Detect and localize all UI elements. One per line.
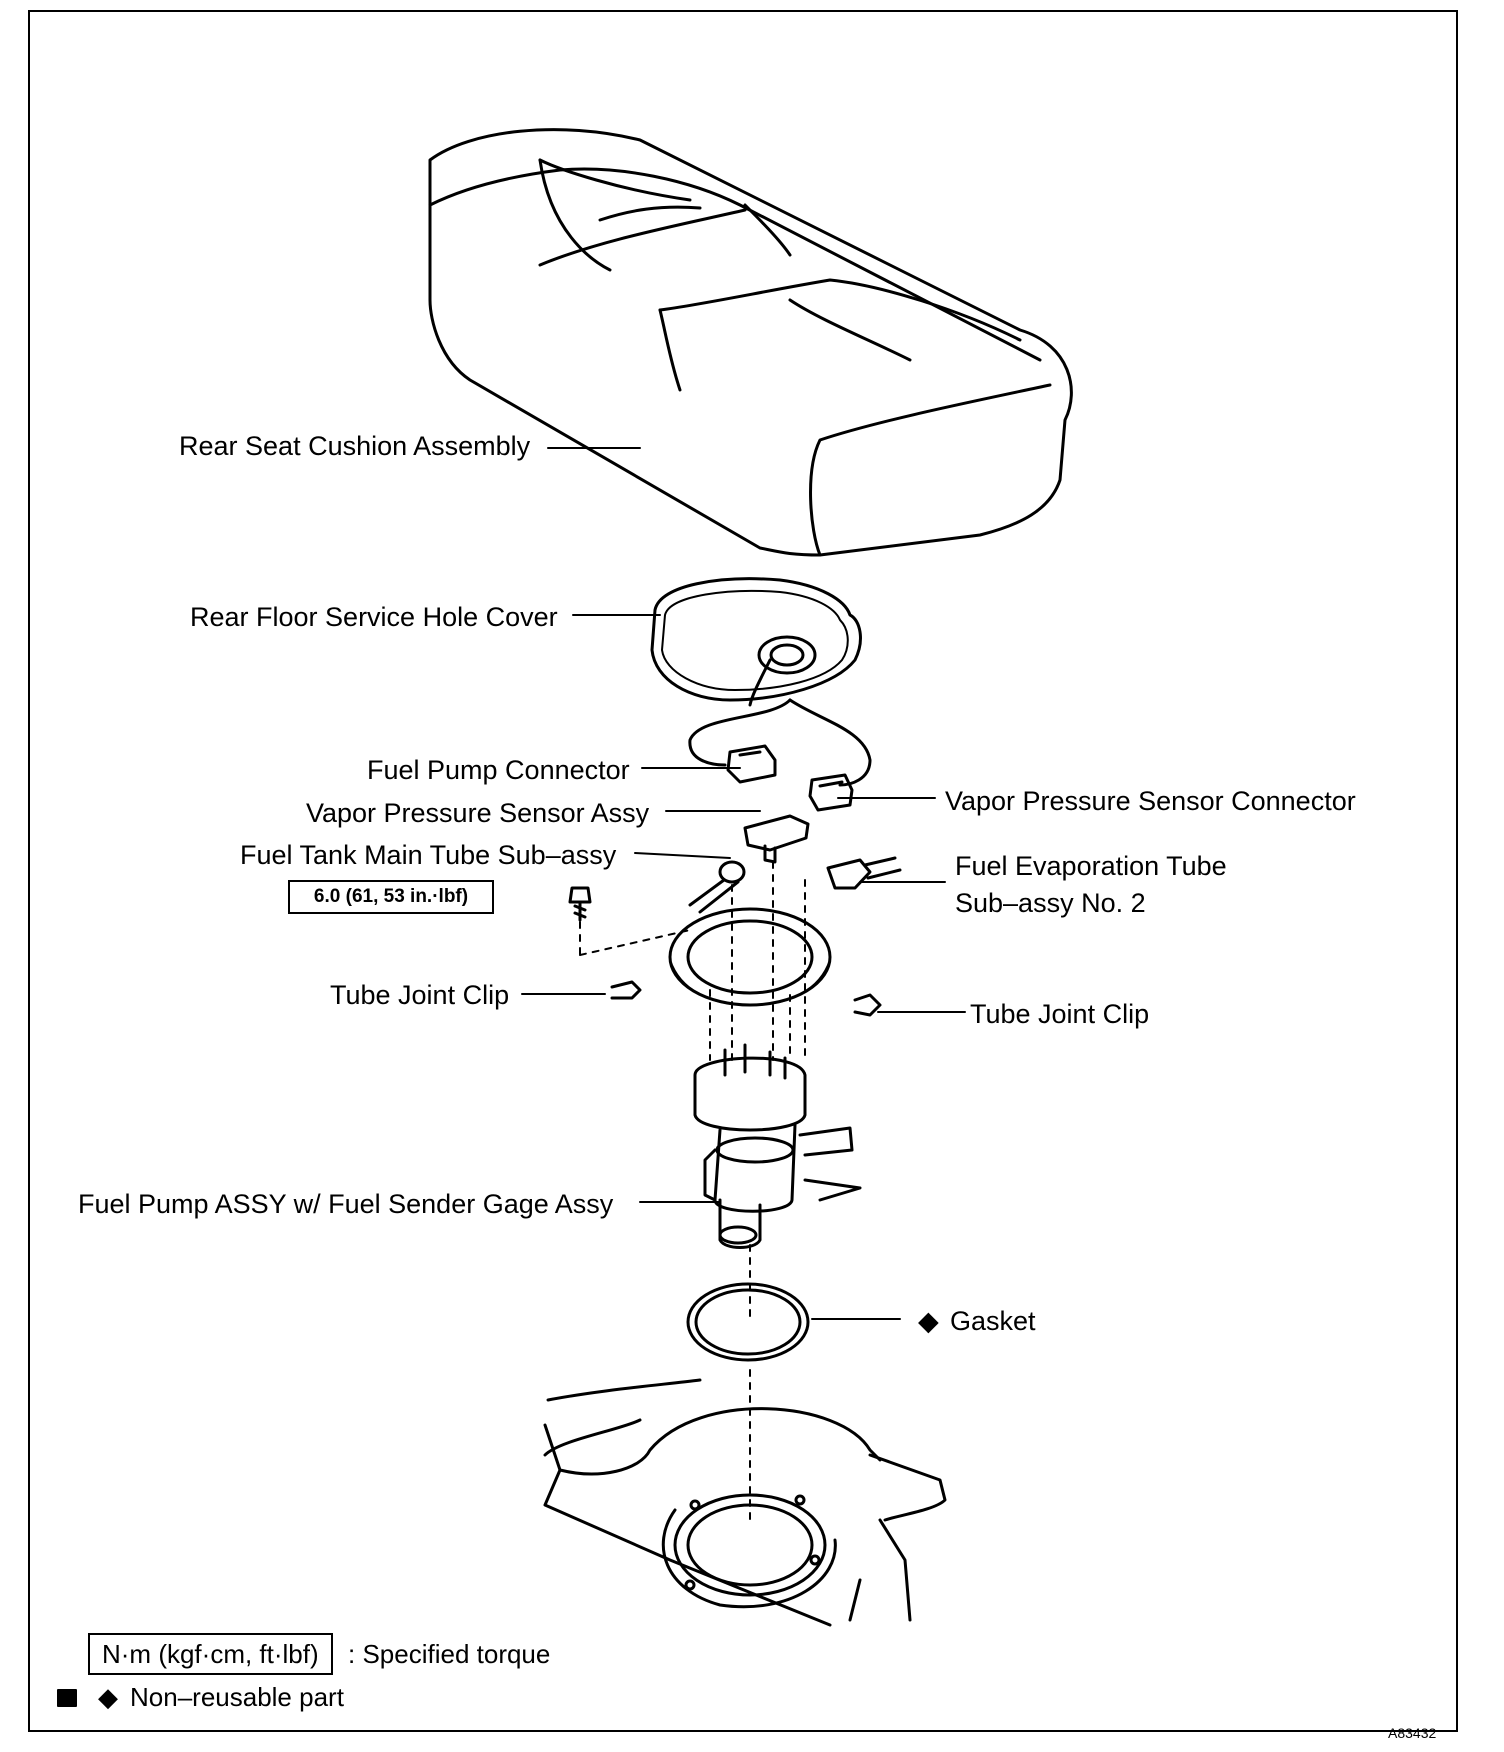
assembly-dashed-lines <box>579 861 806 1521</box>
tube-joint-clips-drawing <box>610 980 882 1017</box>
label-tube-joint-clip-left: Tube Joint Clip <box>330 980 510 1010</box>
vapor-sensor-assy-drawing <box>743 814 810 864</box>
fuel-pump-connector-drawing <box>726 744 777 784</box>
figure-code: A83432 <box>1388 1725 1437 1741</box>
legend-nonreusable-desc: Non–reusable part <box>130 1682 344 1712</box>
service-hole-cover-drawing <box>650 577 872 787</box>
legend-torque-desc: : Specified torque <box>348 1639 551 1669</box>
label-main-tube: Fuel Tank Main Tube Sub–assy <box>240 840 617 870</box>
evap-tube-drawing <box>826 856 902 890</box>
label-evap-tube-line2: Sub–assy No. 2 <box>955 888 1146 918</box>
label-evap-tube-line1: Fuel Evaporation Tube <box>955 851 1227 881</box>
torque-spec-box: 6.0 (61, 53 in.·lbf) <box>288 880 494 914</box>
label-service-hole-cover: Rear Floor Service Hole Cover <box>190 602 558 632</box>
rear-seat-cushion-drawing <box>428 128 1073 557</box>
retainer-ring-drawing <box>668 907 832 1007</box>
bolt-drawing <box>568 886 592 922</box>
legend-torque-units: N·m (kgf·cm, ft·lbf) <box>88 1633 333 1675</box>
label-tube-joint-clip-right: Tube Joint Clip <box>970 999 1150 1029</box>
nonreusable-icon <box>57 1689 77 1707</box>
label-fuel-pump-connector: Fuel Pump Connector <box>367 755 630 785</box>
main-tube-drawing <box>688 860 746 914</box>
label-rear-seat-cushion: Rear Seat Cushion Assembly <box>179 431 531 461</box>
gasket-diamond-icon: ◆ <box>918 1306 939 1336</box>
gasket-drawing <box>686 1282 810 1362</box>
fuel-tank-drawing <box>543 1378 947 1627</box>
vapor-sensor-connector-drawing <box>808 773 854 812</box>
label-vapor-sensor-assy: Vapor Pressure Sensor Assy <box>306 798 650 828</box>
label-gasket: Gasket <box>950 1306 1036 1336</box>
fuel-pump-assy-drawing <box>693 1043 862 1249</box>
leader-lines <box>521 447 966 1320</box>
legend-diamond-icon: ◆ <box>98 1682 118 1712</box>
label-fuel-pump-assy: Fuel Pump ASSY w/ Fuel Sender Gage Assy <box>78 1189 614 1219</box>
label-vapor-sensor-connector: Vapor Pressure Sensor Connector <box>945 786 1356 816</box>
figure-frame <box>28 10 1458 1732</box>
